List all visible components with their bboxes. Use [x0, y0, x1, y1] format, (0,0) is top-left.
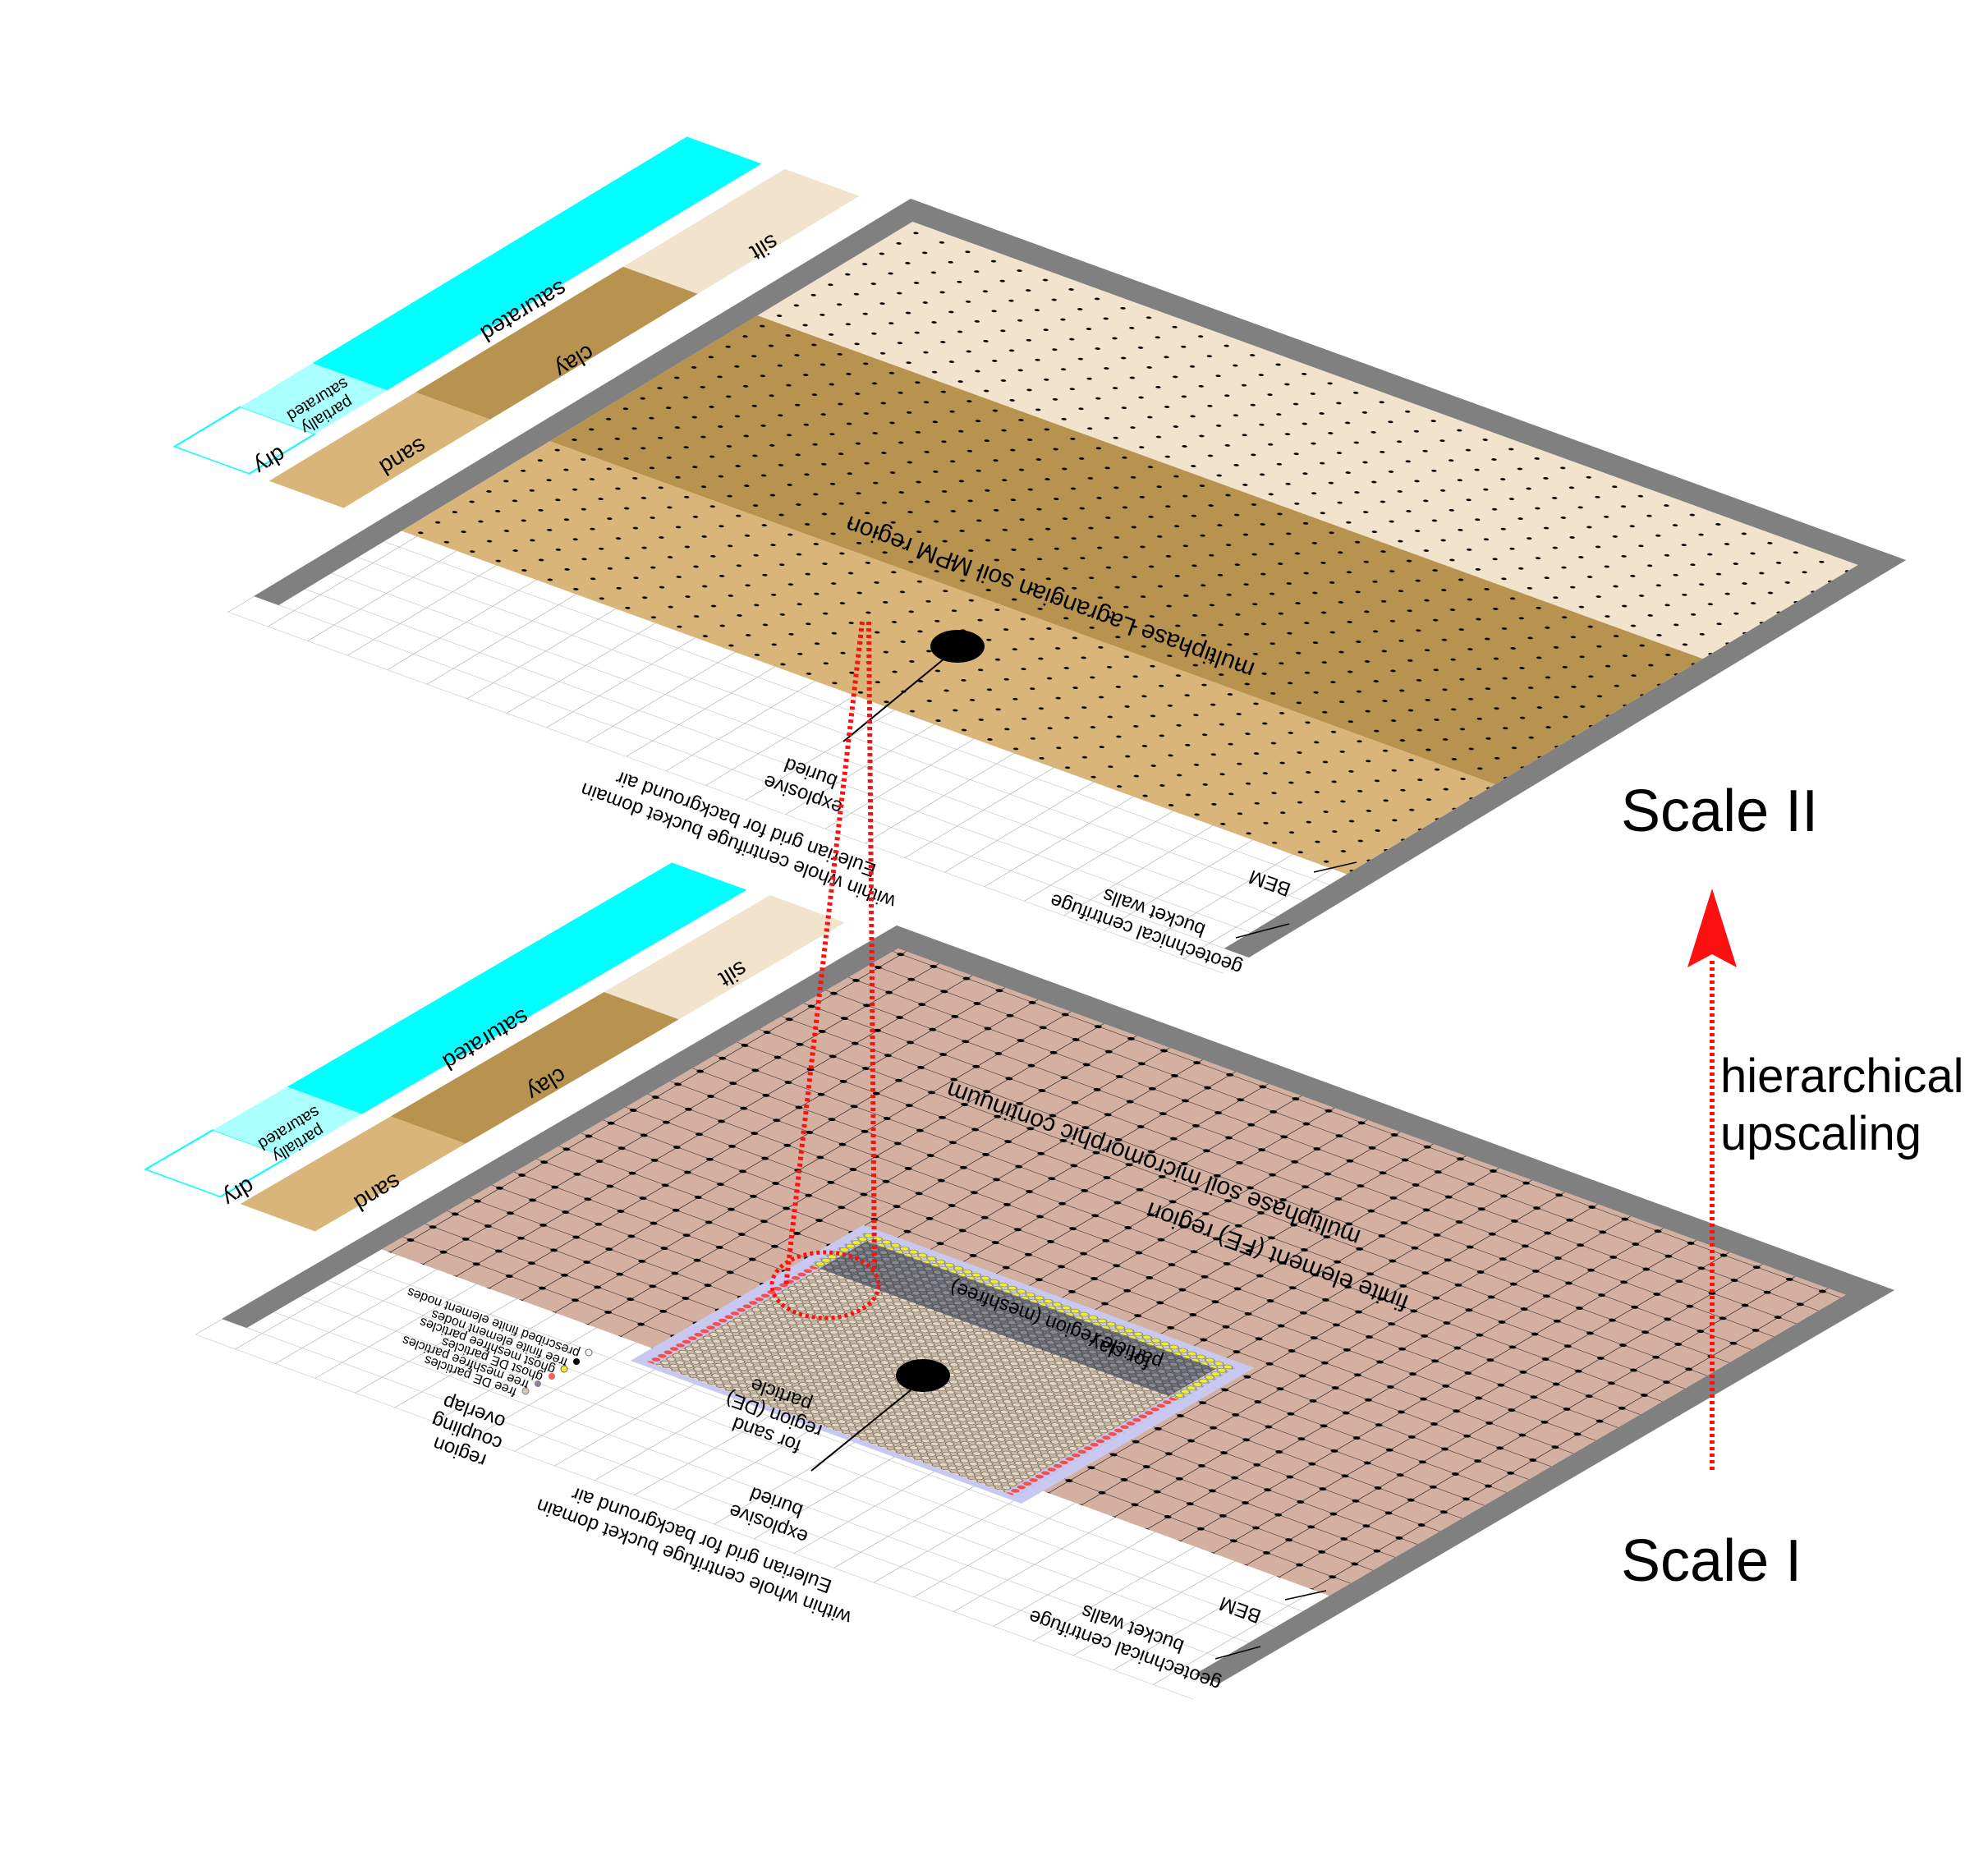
ghost-de-particles	[1004, 1396, 1180, 1496]
legend-dot	[549, 1373, 555, 1380]
upscaling-projection	[769, 621, 881, 1321]
upscaling-label-1: hierarchical	[1720, 1050, 1964, 1103]
walls-leader	[1214, 1646, 1261, 1660]
legend-partially-saturated	[240, 363, 388, 434]
projection-line-right	[866, 621, 877, 1269]
legend-dry	[172, 406, 317, 475]
legend-silt	[622, 168, 860, 294]
explosive-marker	[930, 630, 985, 663]
meshfree-particle-region	[819, 1241, 1216, 1397]
bucket-wall	[888, 198, 1907, 574]
bucket-wall	[1194, 1280, 1895, 1684]
ghost-meshfree-particles	[809, 1232, 877, 1269]
legend-dot	[585, 1348, 593, 1357]
legend-dot	[573, 1358, 580, 1365]
ghost-de-particles	[645, 1265, 820, 1365]
ghost-meshfree-particles	[858, 1232, 1237, 1373]
explosive-leader	[810, 1389, 912, 1472]
legend-sand	[269, 392, 490, 508]
legend-saturated	[312, 136, 762, 391]
bucket-wall	[254, 198, 936, 605]
mpm-particles	[401, 221, 1858, 875]
explosive-leader	[842, 658, 945, 742]
bucket-wall	[873, 925, 1895, 1304]
bucket-wall	[222, 925, 922, 1329]
bucket-wall	[1224, 550, 1907, 958]
legend-dot	[521, 1387, 530, 1395]
scale2-plate	[172, 136, 1907, 974]
legend-partially-saturated	[213, 1086, 362, 1158]
particle-legend: prescribed finite element nodes free fin…	[401, 1284, 593, 1399]
legend-saturated	[287, 862, 747, 1114]
walls-leader	[1235, 923, 1290, 939]
legend-clay	[390, 991, 679, 1144]
legend-dot	[535, 1380, 541, 1387]
bem-leader	[1313, 861, 1357, 873]
upscaling-arrow-head-icon	[1687, 889, 1737, 967]
legend-dot	[560, 1365, 568, 1373]
projection-circle	[769, 1250, 881, 1321]
upscaling-label-2: upscaling	[1720, 1107, 1921, 1160]
fe-mesh-region	[381, 948, 1846, 1596]
bem-leader	[1284, 1590, 1327, 1601]
legend-clay	[416, 266, 698, 420]
legend-sand	[240, 1116, 466, 1232]
explosive-marker	[896, 1359, 950, 1392]
scale2-label: Scale II	[1621, 779, 1818, 844]
legend-silt	[604, 895, 845, 1020]
scale1-plate	[144, 862, 1895, 1700]
scale1-label: Scale I	[1621, 1528, 1802, 1594]
ghost-meshfree-particles	[1169, 1363, 1237, 1400]
